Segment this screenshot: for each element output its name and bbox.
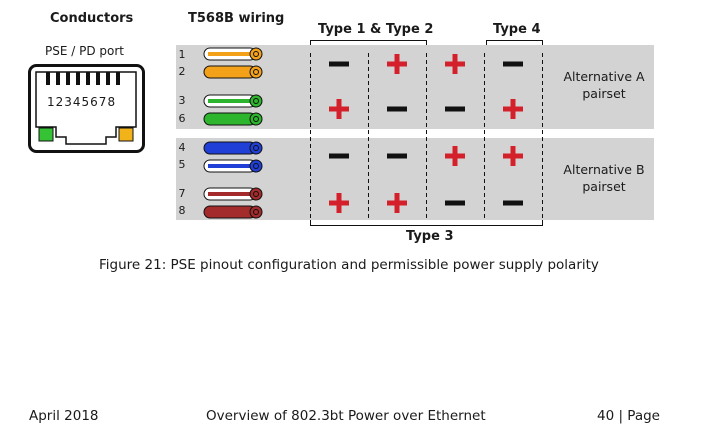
type4-header: Type 4 xyxy=(493,22,541,37)
pin-number: 1 xyxy=(178,48,186,61)
minus-sign-icon xyxy=(324,141,354,171)
minus-sign-icon xyxy=(498,49,528,79)
port-label: PSE / PD port xyxy=(45,44,124,58)
pin-number: 3 xyxy=(178,94,186,107)
minus-sign-icon xyxy=(382,94,412,124)
footer-date: April 2018 xyxy=(29,408,99,424)
pin-number: 8 xyxy=(178,204,186,217)
type3-header: Type 3 xyxy=(406,229,454,244)
minus-sign-icon xyxy=(324,49,354,79)
plus-sign-icon xyxy=(498,141,528,171)
pairset-b-line2: pairset xyxy=(582,179,626,194)
pairset-b-line1: Alternative B xyxy=(563,162,645,177)
wire-7-white-brown xyxy=(203,187,263,201)
type3-bracket xyxy=(310,220,543,226)
column-separators xyxy=(310,53,543,221)
plus-sign-icon xyxy=(324,94,354,124)
wire-4-blue xyxy=(203,141,263,155)
pin-number: 2 xyxy=(178,65,186,78)
pairset-a-line2: pairset xyxy=(582,86,626,101)
pin-number: 7 xyxy=(178,187,186,200)
brackets xyxy=(310,40,543,226)
minus-sign-icon xyxy=(498,188,528,218)
plus-sign-icon xyxy=(440,49,470,79)
pin-number: 6 xyxy=(178,112,186,125)
plus-sign-icon xyxy=(440,141,470,171)
pairset-a-label: Alternative A pairset xyxy=(556,68,652,102)
minus-sign-icon xyxy=(440,188,470,218)
wire-3-white-green xyxy=(203,94,263,108)
minus-sign-icon xyxy=(382,141,412,171)
minus-sign-icon xyxy=(440,94,470,124)
pin-number: 5 xyxy=(178,158,186,171)
wire-1-white-orange xyxy=(203,47,263,61)
plus-sign-icon xyxy=(498,94,528,124)
wire-2-orange xyxy=(203,65,263,79)
led-green xyxy=(38,127,54,142)
wire-5-white-blue xyxy=(203,159,263,173)
type12-bracket xyxy=(310,40,427,46)
wire-8-brown xyxy=(203,205,263,219)
plus-sign-icon xyxy=(382,188,412,218)
pairset-b-label: Alternative B pairset xyxy=(556,161,652,195)
led-yellow xyxy=(118,127,134,142)
footer-page: 40 | Page xyxy=(597,408,660,424)
wiring-header: T568B wiring xyxy=(188,11,285,26)
wire-6-green xyxy=(203,112,263,126)
type4-bracket xyxy=(486,40,543,46)
pairset-a-line1: Alternative A xyxy=(563,69,645,84)
plus-sign-icon xyxy=(382,49,412,79)
figure-caption: Figure 21: PSE pinout configuration and … xyxy=(99,257,599,273)
rj45-port-icon xyxy=(28,64,145,153)
port-pin-numbers: 12345678 xyxy=(47,95,117,109)
pin-number: 4 xyxy=(178,141,186,154)
wires xyxy=(203,47,263,219)
plus-sign-icon xyxy=(324,188,354,218)
type12-header: Type 1 & Type 2 xyxy=(318,22,434,37)
conductors-header: Conductors xyxy=(50,11,134,26)
footer-title: Overview of 802.3bt Power over Ethernet xyxy=(206,408,486,424)
